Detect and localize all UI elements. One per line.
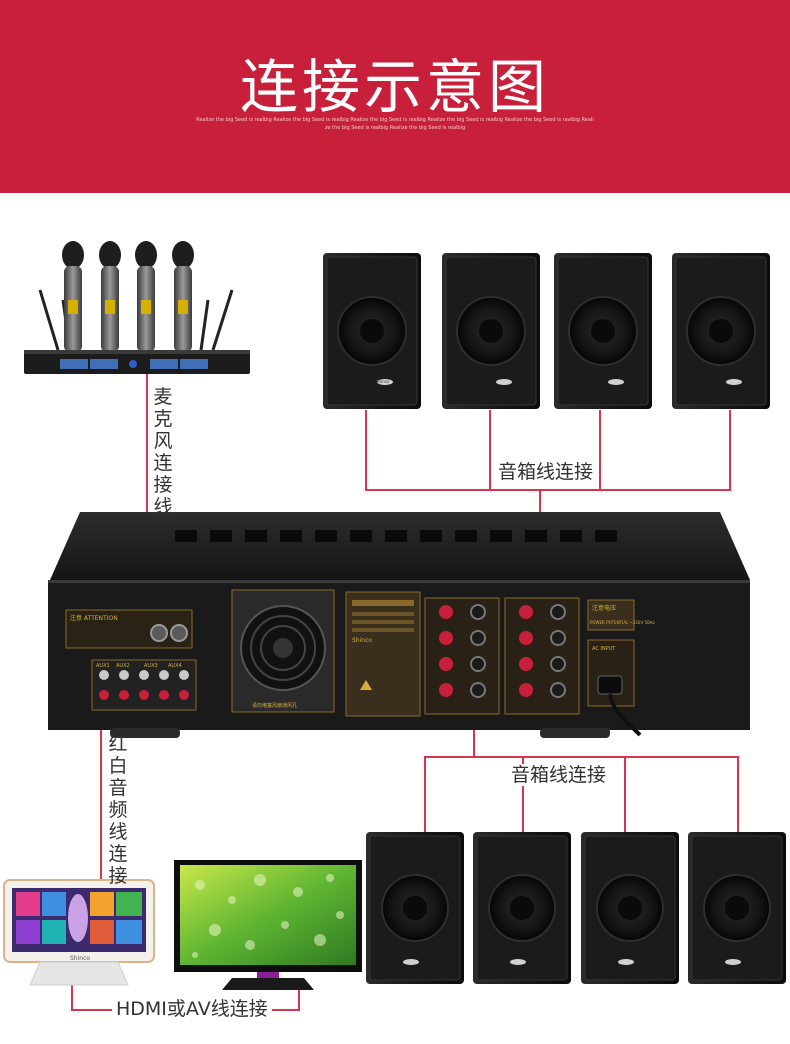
microphone-icon — [99, 241, 121, 352]
karaoke-logo: Shinco — [70, 955, 90, 962]
speaker-top-3 — [554, 253, 652, 409]
tv-monitor — [174, 860, 362, 990]
speaker-bottom-1 — [366, 832, 464, 984]
top-speaker-cable-label: 音箱线连接 — [495, 461, 597, 483]
speaker-bottom-4 — [688, 832, 786, 984]
rca-jacks — [99, 670, 189, 700]
amp-logo: Shinco — [352, 637, 372, 644]
amp-aux1-label: AUX1 — [96, 663, 110, 669]
amp-warning-text: 注意电压 — [592, 604, 616, 612]
amplifier-rear-panel — [48, 512, 750, 738]
header-banner: 连接示意图 Realize the big Seed is realbig Re… — [0, 0, 790, 193]
hdmi-cable-label: HDMI或AV线连接 — [112, 998, 272, 1020]
amp-ac-input-text: AC INPUT — [592, 646, 616, 652]
speaker-top-1 — [323, 253, 421, 409]
rca-cable-label: 红白音频线连接 — [108, 733, 128, 887]
amp-aux3-label: AUX3 — [144, 663, 158, 669]
amp-aux2-label: AUX2 — [116, 663, 130, 669]
amp-aux4-label: AUX4 — [168, 663, 182, 669]
speaker-bottom-2 — [473, 832, 571, 984]
karaoke-touchscreen — [3, 879, 155, 986]
microphone-icon — [62, 241, 84, 352]
amp-attention-text: 注意 ATTENTION — [70, 614, 118, 622]
amp-fan-caption: 请勿堵塞风扇通风孔 — [252, 702, 297, 709]
microphone-icon — [172, 241, 194, 352]
wireless-mic-system — [24, 241, 250, 374]
speaker-top-2 — [442, 253, 540, 409]
speaker-bottom-3 — [581, 832, 679, 984]
amp-power-text: POWER POTENTIAL ~220V 50Hz — [590, 620, 655, 625]
bottom-speaker-cable-label: 音箱线连接 — [508, 764, 610, 786]
speaker-top-4 — [672, 253, 770, 409]
page-title: 连接示意图 — [239, 53, 550, 121]
microphone-icon — [135, 241, 157, 352]
banner-fine-print: Realize the big Seed is realbig Realize … — [196, 117, 594, 131]
mic-cable-label: 麦克风连接线 — [153, 386, 173, 518]
speaker-logo: Shinco — [376, 379, 390, 384]
top-speaker-cable — [365, 410, 731, 600]
